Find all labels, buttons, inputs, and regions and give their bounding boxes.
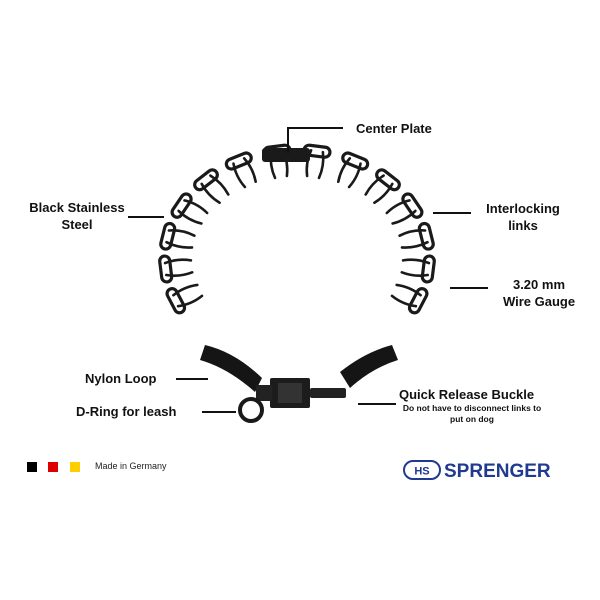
collar-link: [417, 221, 435, 251]
collar-prong: [232, 162, 247, 189]
collar-link: [165, 287, 187, 315]
collar-link: [224, 151, 253, 171]
collar-link: [193, 168, 219, 192]
collar-prong: [172, 283, 199, 297]
collar-link: [170, 192, 193, 219]
black-steel-label-line1: Black Stainless: [29, 200, 125, 215]
interlocking-label-line1: Interlocking: [486, 201, 560, 216]
collar-prong: [395, 283, 422, 297]
collar-link: [407, 287, 429, 315]
black-steel-label-line2: Steel: [61, 217, 93, 232]
gauge-label-line1: 3.20 mm: [512, 277, 566, 292]
nylon-loop-left: [200, 345, 262, 392]
collar-link: [420, 254, 436, 284]
d-ring-label: D-Ring for leash: [76, 404, 177, 419]
collar-prong: [390, 294, 418, 308]
d-ring-leader: [202, 411, 236, 413]
collar-prong: [167, 229, 196, 237]
nylon-loop-label: Nylon Loop: [85, 371, 157, 386]
quick-release-label: Quick Release Buckle: [399, 387, 535, 402]
collar-prong: [373, 182, 394, 204]
collar-prong: [401, 258, 431, 265]
gauge-label-line2: Wire Gauge: [502, 294, 576, 309]
collar-link: [375, 168, 401, 192]
black-steel-leader: [128, 216, 164, 218]
nylon-loop-right: [340, 345, 398, 388]
collar-prong: [165, 271, 194, 277]
logo-badge-outline: [403, 460, 441, 480]
collar-prong: [400, 271, 429, 277]
quick-release-note-line2: put on dog: [450, 414, 494, 424]
made-in-label: Made in Germany: [95, 461, 167, 471]
collar-links: [158, 143, 436, 315]
collar-prong: [305, 149, 313, 178]
interlocking-label-line2: links: [508, 218, 538, 233]
center-plate-shape: [262, 148, 310, 162]
logo-wordmark: SPRENGER: [444, 461, 551, 482]
flag-color-gold: [70, 462, 80, 472]
quick-release-leader: [358, 403, 396, 405]
sprenger-logo: HS SPRENGER: [403, 460, 551, 482]
gauge-label: 3.20 mm Wire Gauge: [494, 276, 584, 310]
logo-badge-text: HS: [414, 466, 429, 478]
collar-prong: [176, 294, 204, 308]
collar-link: [401, 192, 424, 219]
collar-prong: [364, 174, 385, 196]
buckle-face: [278, 383, 302, 403]
collar-prong: [400, 240, 429, 249]
quick-release-note-line1: Do not have to disconnect links to: [402, 403, 542, 413]
collar-prong: [242, 157, 257, 183]
center-plate-leader-h: [287, 127, 343, 129]
collar-prong: [209, 174, 230, 196]
buckle-latch: [310, 388, 346, 398]
collar-prong: [385, 199, 411, 215]
d-ring-shape: [238, 397, 264, 423]
collar-prong: [347, 162, 362, 189]
nylon-loop-leader: [176, 378, 208, 380]
collar-prong: [165, 240, 194, 249]
collar-link: [341, 151, 370, 171]
center-plate-label: Center Plate: [356, 121, 432, 136]
black-steel-label: Black Stainless Steel: [28, 199, 126, 233]
flag-color-red: [48, 462, 58, 472]
collar-link: [159, 221, 177, 251]
interlocking-label: Interlocking links: [478, 200, 568, 234]
collar-prong: [200, 182, 221, 204]
center-plate-leader-v: [287, 127, 289, 153]
interlocking-leader: [433, 212, 471, 214]
quick-release-block: Quick Release Buckle Do not have to disc…: [399, 386, 545, 425]
collar-prongs: [163, 149, 431, 308]
collar-prong: [398, 229, 427, 237]
collar-prong: [163, 258, 193, 265]
flag-color-black: [27, 462, 37, 472]
collar-prong: [337, 157, 352, 183]
collar-prong: [391, 209, 417, 225]
gauge-leader: [450, 287, 488, 289]
buckle-clip: [256, 385, 272, 401]
collar-link: [158, 254, 174, 284]
collar-prong: [317, 150, 325, 180]
collar-prong: [177, 209, 203, 225]
collar-prong: [183, 199, 209, 215]
